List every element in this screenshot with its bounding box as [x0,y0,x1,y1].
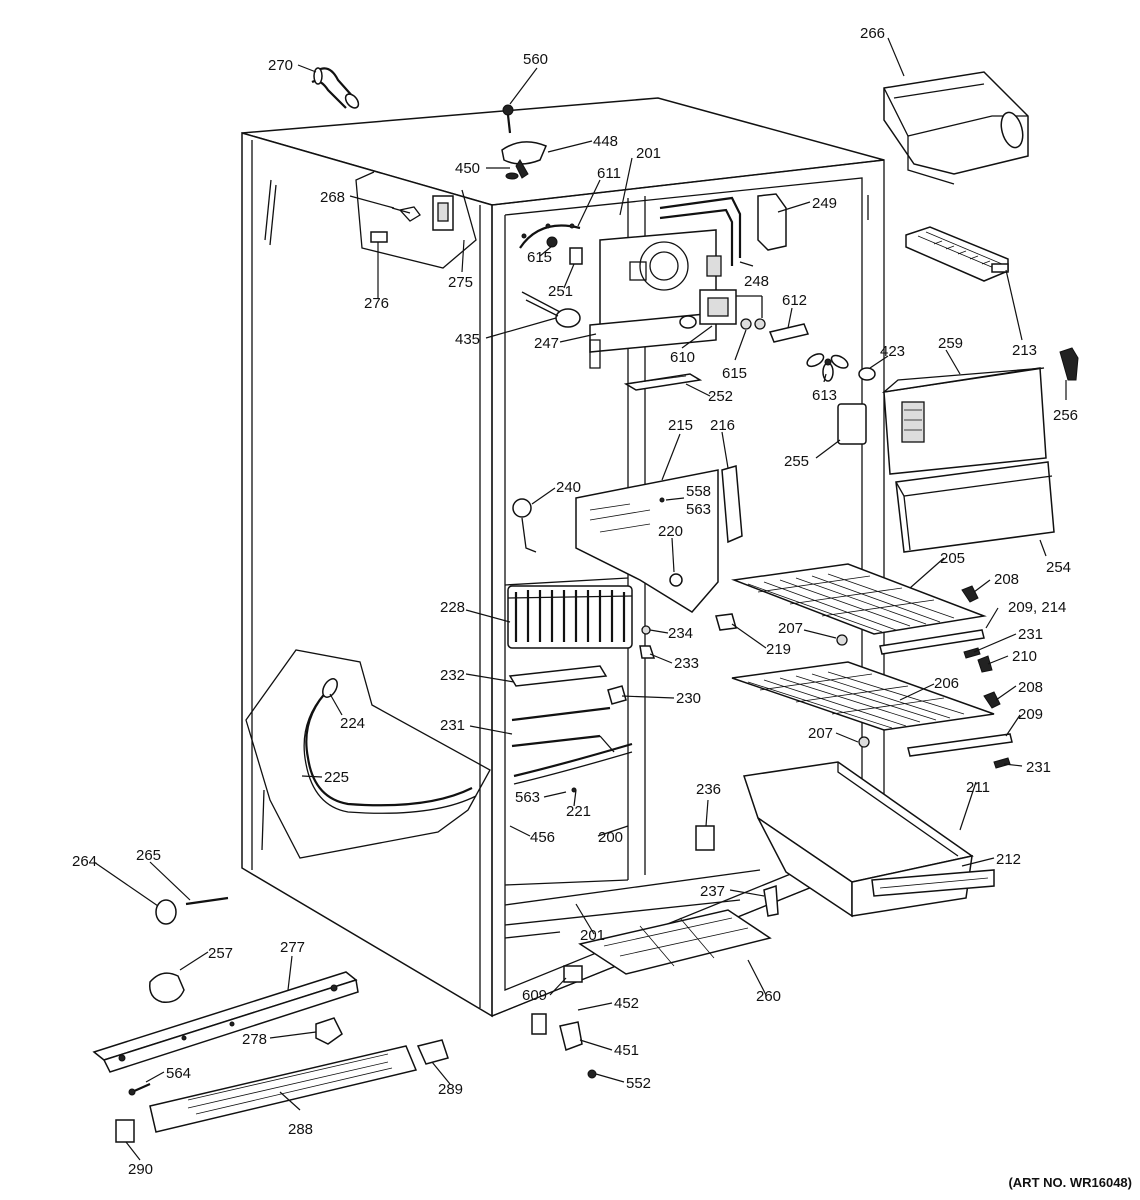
part-label-232: 232 [440,667,465,684]
part-label-609: 609 [522,987,547,1004]
shelf-supports [836,585,1013,769]
part-label-208: 208 [1018,679,1043,696]
part-labels: 270 560 266 448 450 201 611 268 249 615 … [72,25,1078,1178]
part-label-288: 288 [288,1121,313,1138]
part-label-224: 224 [340,715,365,732]
part-label-252: 252 [708,388,733,405]
part-label-259: 259 [938,335,963,352]
part-label-230: 230 [676,690,701,707]
part-label-211: 211 [966,779,990,796]
part-label-615: 615 [722,365,747,382]
part-label-560: 560 [523,51,548,68]
part-label-558: 558 [686,483,711,500]
part-label-451: 451 [614,1042,639,1059]
part-label-231: 231 [1018,626,1043,643]
part-label-256: 256 [1053,407,1078,424]
part-label-254: 254 [1046,559,1071,576]
part-label-563: 563 [686,501,711,518]
part-label-423: 423 [880,343,905,360]
part-label-251: 251 [548,283,573,300]
part-label-260: 260 [756,988,781,1005]
part-label-219: 219 [766,641,791,658]
bottom-parts [92,896,597,1143]
part-label-564: 564 [166,1065,191,1082]
part-211-crisper-drawer [743,761,995,918]
part-label-448: 448 [593,133,618,150]
part-206-wire-shelf [731,661,995,731]
part-label-265: 265 [136,847,161,864]
part-label-266: 266 [860,25,885,42]
part-label-610: 610 [670,349,695,366]
part-label-275: 275 [448,274,473,291]
part-label-225: 225 [324,769,349,786]
part-label-278: 278 [242,1031,267,1048]
part-label-613: 613 [812,387,837,404]
part-label-270: 270 [268,57,293,74]
part-label-240: 240 [556,479,581,496]
part-label-452: 452 [614,995,639,1012]
part-label-231: 231 [440,717,465,734]
part-label-210: 210 [1012,648,1037,665]
part-label-612: 612 [782,292,807,309]
part-label-208: 208 [994,571,1019,588]
part-label-231: 231 [1026,759,1051,776]
part-213-ice-tray [905,226,1009,282]
part-448-light-socket [501,141,547,180]
part-label-215: 215 [668,417,693,434]
part-label-552: 552 [626,1075,651,1092]
part-label-249: 249 [812,195,837,212]
part-label-247: 247 [534,335,559,352]
part-label-257: 257 [208,945,233,962]
freezer-wall-items [507,465,779,983]
refrigerator-cabinet [241,97,885,1018]
art-number: (ART NO. WR16048) [1008,1175,1132,1190]
part-label-255: 255 [784,453,809,470]
part-label-435: 435 [455,331,480,348]
part-260-drip-tray [578,909,772,975]
part-label-563: 563 [515,789,540,806]
leader-lines [93,37,1067,1161]
part-label-205: 205 [940,550,965,567]
part-label-237: 237 [700,883,725,900]
part-label-200: 200 [598,829,623,846]
part-label-615: 615 [527,249,552,266]
part-label-220: 220 [658,523,683,540]
part-label-290: 290 [128,1161,153,1178]
part-label-264: 264 [72,853,97,870]
part-label-206: 206 [934,675,959,692]
part-label-248: 248 [744,273,769,290]
part-560-screw [502,104,514,134]
part-label-216: 216 [710,417,735,434]
part-label-207: 207 [778,620,803,637]
freezer-control-assembly [519,193,876,445]
part-label-201: 201 [636,145,661,162]
part-259-254-panels [881,347,1079,553]
part-270-tube [311,67,360,109]
part-label-277: 277 [280,939,305,956]
part-266-ice-bucket [883,71,1029,185]
part-label-209: 209 [1018,706,1043,723]
part-label-611: 611 [597,165,621,182]
part-label-228: 228 [440,599,465,616]
part-205-wire-shelf [731,563,987,635]
part-label-209-214: 209, 214 [1008,599,1066,616]
part-label-289: 289 [438,1081,463,1098]
control-mounting-bracket [355,171,477,269]
part-label-201: 201 [580,927,605,944]
part-label-236: 236 [696,781,721,798]
part-label-456: 456 [530,829,555,846]
part-label-233: 233 [674,655,699,672]
part-label-450: 450 [455,160,480,177]
part-label-212: 212 [996,851,1021,868]
part-label-268: 268 [320,189,345,206]
part-225-water-line [245,649,491,859]
part-label-276: 276 [364,295,389,312]
part-label-213: 213 [1012,342,1037,359]
part-label-234: 234 [668,625,693,642]
part-label-207: 207 [808,725,833,742]
part-label-221: 221 [566,803,591,820]
